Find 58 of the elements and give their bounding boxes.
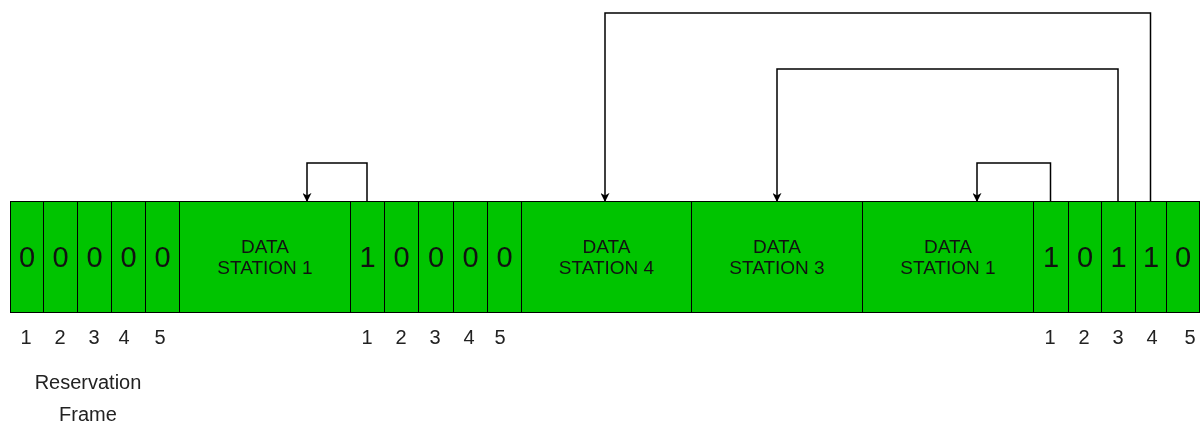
arrow [972, 162, 1052, 202]
bit-value: 1 [359, 240, 376, 274]
bit-position-number: 1 [360, 326, 374, 349]
bit-value: 1 [1142, 240, 1160, 274]
slot-label: DATA STATION 4 [557, 235, 656, 279]
arrow [772, 68, 1119, 202]
arrow [600, 12, 1152, 202]
data-slot [691, 201, 863, 313]
bit-value: 0 [18, 240, 36, 274]
bit-position-number: 4 [462, 326, 476, 349]
data-slot [521, 201, 692, 313]
reservation-bit-slot [1033, 201, 1069, 313]
bit-position-number: 5 [1183, 326, 1197, 349]
bit-value: 0 [1174, 240, 1192, 274]
reservation-bit-slot [1166, 201, 1200, 313]
bit-value: 1 [1042, 240, 1060, 274]
bit-value: 0 [496, 240, 513, 274]
bit-position-number: 2 [53, 326, 67, 349]
reservation-bit-slot [111, 201, 146, 313]
bit-value: 0 [1076, 240, 1094, 274]
reservation-bit-slot [384, 201, 419, 313]
bit-value: 1 [1110, 240, 1127, 274]
bit-position-number: 1 [1043, 326, 1057, 349]
reservation-bit-slot [1135, 201, 1167, 313]
arrow [302, 162, 368, 202]
reservation-bit-slot [1068, 201, 1102, 313]
bit-value: 0 [120, 240, 137, 274]
bit-position-number: 4 [117, 326, 131, 349]
data-slot [862, 201, 1034, 313]
reservation-bit-slot [77, 201, 112, 313]
bit-value: 0 [427, 240, 445, 274]
bit-value: 0 [86, 240, 103, 274]
bit-value: 0 [52, 240, 69, 274]
slot-label: DATA STATION 1 [899, 235, 997, 279]
bit-value: 0 [154, 240, 171, 274]
data-slot [179, 201, 351, 313]
reservation-bit-slot [453, 201, 488, 313]
slot-label: DATA STATION 3 [728, 235, 826, 279]
bit-value: 0 [462, 240, 479, 274]
reservation-bit-slot [10, 201, 44, 313]
bit-value: 0 [393, 240, 410, 274]
frame-caption: Reservation Frame [33, 370, 143, 427]
bit-position-number: 2 [394, 326, 408, 349]
bit-position-number: 3 [87, 326, 101, 349]
reservation-bit-slot [1101, 201, 1136, 313]
reservation-bit-slot [43, 201, 78, 313]
reservation-bit-slot [418, 201, 454, 313]
slot-label: DATA STATION 1 [216, 235, 314, 279]
bit-position-number: 1 [19, 326, 33, 349]
bit-position-number: 5 [493, 326, 507, 349]
bit-position-number: 3 [428, 326, 442, 349]
reservation-bit-slot [350, 201, 385, 313]
reservation-bit-slot [487, 201, 522, 313]
bit-position-number: 3 [1111, 326, 1125, 349]
bit-position-number: 4 [1145, 326, 1159, 349]
bit-position-number: 5 [153, 326, 167, 349]
bit-position-number: 2 [1077, 326, 1091, 349]
reservation-bit-slot [145, 201, 180, 313]
